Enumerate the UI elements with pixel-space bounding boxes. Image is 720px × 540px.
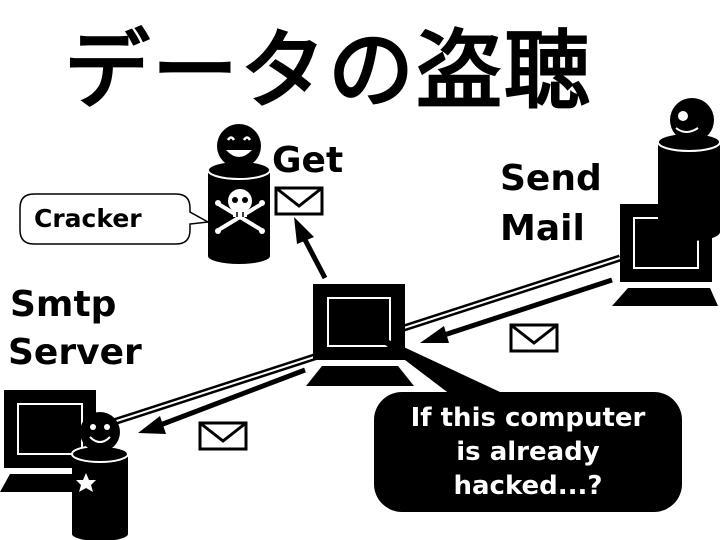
- send-mail-label-line1: Send: [500, 158, 602, 199]
- envelope-icon: [274, 186, 324, 216]
- server-person-icon: [71, 412, 129, 540]
- hacked-computer-icon: [306, 284, 414, 386]
- cracker-speech-bubble: Cracker: [19, 193, 211, 245]
- send-mail-label-line2: Mail: [500, 208, 585, 249]
- cracker-label: Cracker: [34, 204, 142, 233]
- get-label: Get: [272, 140, 343, 181]
- smtp-server-label-line2: Server: [8, 332, 142, 373]
- smtp-server-label-line1: Smtp: [10, 284, 116, 325]
- arrow-icon: [294, 217, 328, 280]
- sender-person-icon: [657, 98, 720, 241]
- arrow-icon: [420, 277, 613, 343]
- hacked-callout: If this computer is already hacked...?: [363, 328, 682, 512]
- callout-line2: is already: [456, 437, 600, 467]
- callout-line1: If this computer: [411, 403, 646, 433]
- envelope-icon: [509, 323, 559, 353]
- envelope-icon: [198, 421, 248, 451]
- cracker-person-icon: [207, 124, 271, 264]
- arrow-icon: [138, 367, 306, 434]
- skull-crossbones-icon: [215, 189, 265, 234]
- star-icon: [76, 473, 96, 492]
- page-title: データの盗聴: [64, 21, 592, 121]
- callout-line3: hacked...?: [453, 471, 602, 501]
